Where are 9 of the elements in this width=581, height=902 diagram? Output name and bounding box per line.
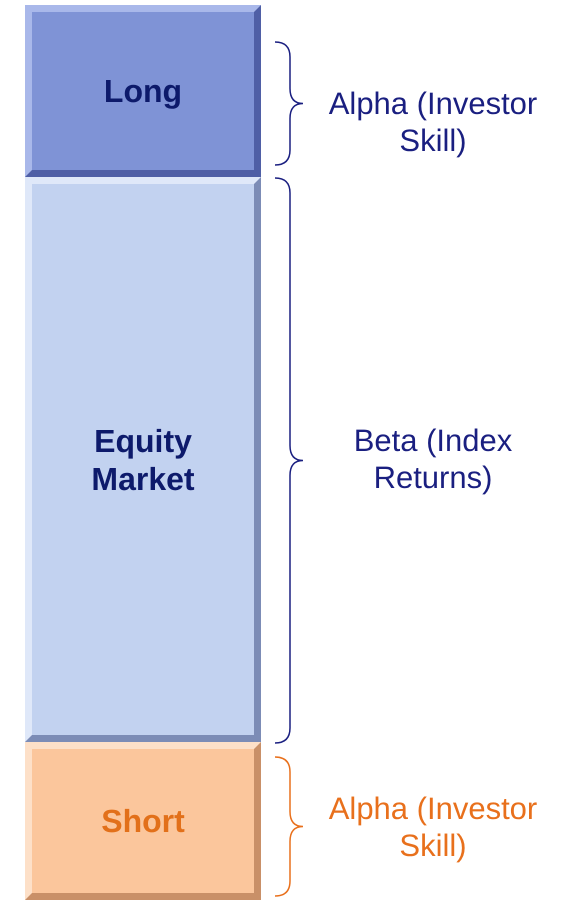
stacked-segment <box>25 742 261 900</box>
segment-label: Short <box>100 802 186 840</box>
brace-label: Alpha (Investor Skill) <box>328 85 538 159</box>
brace-label: Beta (Index Returns) <box>352 422 514 496</box>
segment-label: Equity Market <box>90 422 196 498</box>
brace-label: Alpha (Investor Skill) <box>328 790 538 864</box>
stacked-segment <box>25 5 261 177</box>
stacked-segment <box>25 177 261 742</box>
segment-label: Long <box>102 72 184 110</box>
